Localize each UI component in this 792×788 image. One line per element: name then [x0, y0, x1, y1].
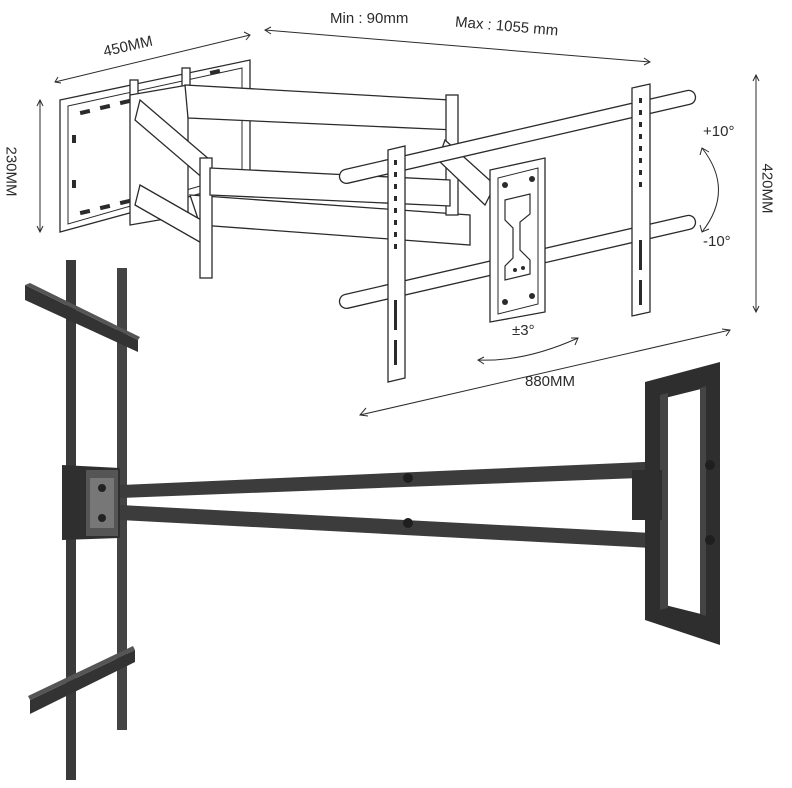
angle-rotation: ±3°	[512, 322, 535, 339]
dimension-height-right: 420MM	[758, 163, 776, 214]
right-pole	[117, 268, 127, 730]
angle-tilt-down: -10°	[703, 233, 731, 250]
dimension-height-left: 230MM	[2, 146, 20, 197]
line-drawing-mount	[59, 59, 697, 383]
dimension-min-extension: Min : 90mm	[330, 10, 409, 27]
dimension-width-bottom: 880MM	[525, 373, 576, 390]
dark-mount-render	[25, 260, 720, 780]
lower-arm	[120, 505, 690, 550]
dimension-lines	[36, 26, 760, 417]
angle-tilt-up: +10°	[703, 123, 735, 140]
